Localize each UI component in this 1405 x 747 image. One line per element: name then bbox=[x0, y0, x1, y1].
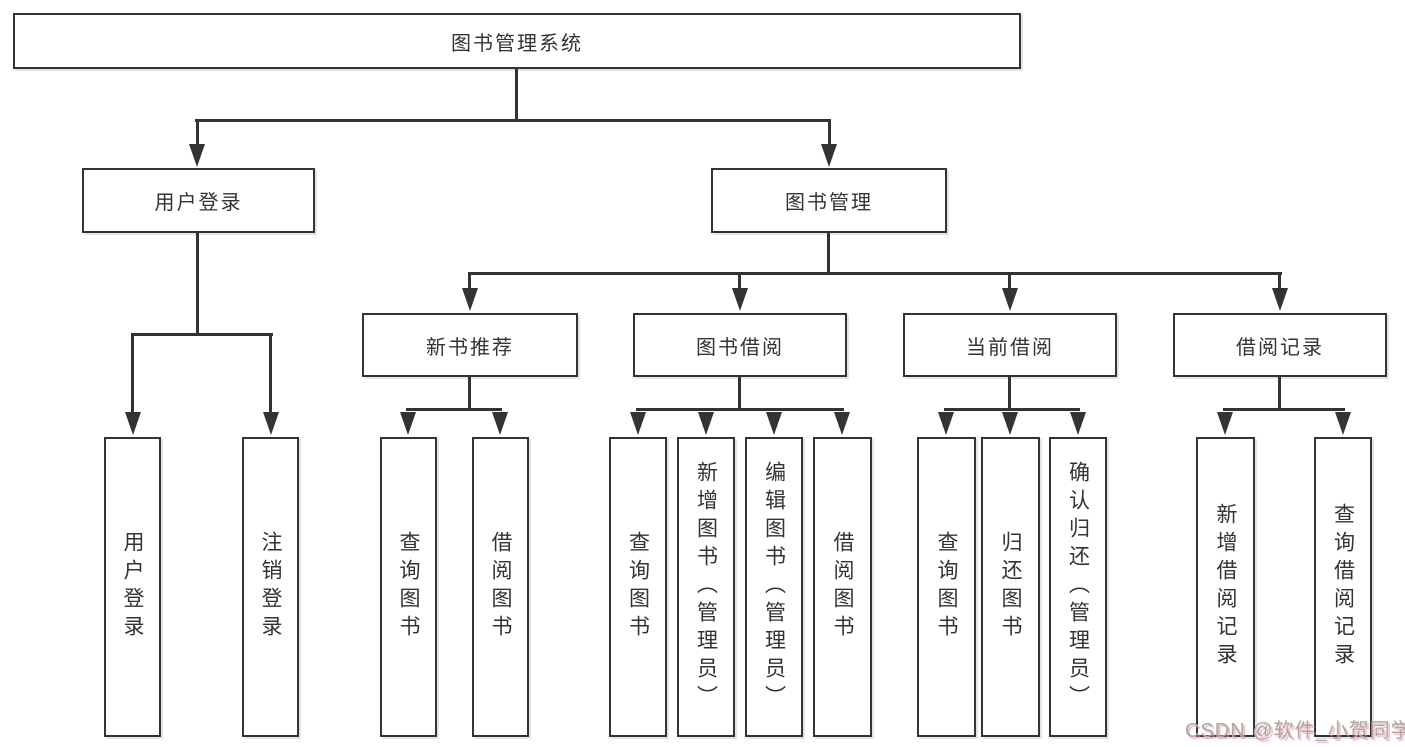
arrow-to-nb-borrow bbox=[492, 412, 508, 435]
node-bb-edit-books: 编辑图书（管理员） bbox=[745, 437, 803, 737]
node-cb-query-books: 查询图书 bbox=[917, 437, 976, 737]
node-book-borrowing: 图书借阅 bbox=[633, 313, 847, 377]
arrow-to-bb-add bbox=[698, 412, 714, 435]
connector-newbook-stem bbox=[468, 272, 471, 290]
node-bb-query-books: 查询图书 bbox=[609, 437, 667, 737]
node-cb-confirm-return-label: 确认归还（管理员） bbox=[1066, 461, 1090, 713]
node-nb-query-books-label: 查询图书 bbox=[397, 531, 420, 643]
connector-newbook-down bbox=[468, 377, 471, 410]
connector-currentborrow-split bbox=[944, 408, 1080, 411]
connector-book-mgmt-down bbox=[827, 233, 830, 274]
node-br-add-record-label: 新增借阅记录 bbox=[1214, 503, 1237, 671]
connector-level2-hline bbox=[468, 272, 1282, 275]
connector-root-stub bbox=[515, 69, 518, 120]
node-cb-query-books-label: 查询图书 bbox=[935, 531, 958, 643]
node-bb-borrow-books: 借阅图书 bbox=[813, 437, 872, 737]
connector-currentborrow-stem bbox=[1008, 272, 1011, 290]
node-bb-query-books-label: 查询图书 bbox=[626, 531, 650, 643]
arrow-to-user-login bbox=[189, 144, 205, 167]
node-book-management: 图书管理 bbox=[711, 168, 947, 233]
node-cb-confirm-return: 确认归还（管理员） bbox=[1049, 437, 1107, 737]
connector-records-stem bbox=[1278, 272, 1281, 290]
connector-bookborrow-split bbox=[636, 408, 844, 411]
arrow-to-cb-confirm bbox=[1070, 412, 1086, 435]
node-nb-query-books: 查询图书 bbox=[380, 437, 437, 737]
connector-records-down bbox=[1278, 377, 1281, 410]
arrow-to-logout-leaf bbox=[263, 412, 279, 435]
connector-bookborrow-stem bbox=[738, 272, 741, 290]
node-current-borrowing: 当前借阅 bbox=[903, 313, 1117, 377]
node-bb-borrow-books-label: 借阅图书 bbox=[831, 531, 854, 643]
node-new-book-recommend: 新书推荐 bbox=[362, 313, 578, 377]
connector-newbook-split bbox=[406, 408, 502, 411]
arrow-to-bb-edit bbox=[766, 412, 782, 435]
arrow-to-login-leaf bbox=[125, 412, 141, 435]
arrow-to-bb-borrow bbox=[834, 412, 850, 435]
connector-user-login-stem bbox=[196, 119, 199, 147]
node-bb-add-books-label: 新增图书（管理员） bbox=[694, 461, 718, 713]
arrow-to-nb-query bbox=[400, 412, 416, 435]
node-user-login-leaf-label: 用户登录 bbox=[121, 531, 144, 643]
arrow-to-current-borrowing bbox=[1002, 288, 1018, 311]
node-user-login: 用户登录 bbox=[82, 168, 315, 233]
connector-login-leaf-stem bbox=[131, 333, 134, 414]
arrow-to-br-query bbox=[1335, 412, 1351, 435]
arrow-to-borrowing-records bbox=[1272, 288, 1288, 311]
node-logout-leaf: 注销登录 bbox=[242, 437, 299, 737]
connector-book-mgmt-stem bbox=[828, 119, 831, 147]
arrow-to-book-borrowing bbox=[732, 288, 748, 311]
connector-bookborrow-down bbox=[738, 377, 741, 410]
node-root: 图书管理系统 bbox=[13, 13, 1021, 69]
arrow-to-cb-return bbox=[1002, 412, 1018, 435]
node-cb-return-books: 归还图书 bbox=[981, 437, 1040, 737]
arrow-to-br-add bbox=[1217, 412, 1233, 435]
node-nb-borrow-books-label: 借阅图书 bbox=[489, 531, 512, 643]
arrow-to-bb-query bbox=[630, 412, 646, 435]
node-user-login-leaf: 用户登录 bbox=[104, 437, 161, 737]
connector-user-login-down bbox=[196, 233, 199, 335]
node-br-query-record: 查询借阅记录 bbox=[1314, 437, 1372, 737]
connector-logout-leaf-stem bbox=[269, 333, 272, 414]
arrow-to-cb-query bbox=[938, 412, 954, 435]
node-br-add-record: 新增借阅记录 bbox=[1196, 437, 1255, 737]
connector-currentborrow-down bbox=[1008, 377, 1011, 410]
node-cb-return-books-label: 归还图书 bbox=[999, 531, 1022, 643]
arrow-to-book-management bbox=[821, 144, 837, 167]
csdn-watermark: CSDN @软件_小贺同学 bbox=[1185, 720, 1405, 742]
node-bb-add-books: 新增图书（管理员） bbox=[677, 437, 735, 737]
connector-level1-hline bbox=[195, 119, 831, 122]
connector-user-login-split bbox=[131, 333, 273, 336]
node-br-query-record-label: 查询借阅记录 bbox=[1331, 503, 1355, 671]
arrow-to-new-book-recommend bbox=[462, 288, 478, 311]
node-nb-borrow-books: 借阅图书 bbox=[472, 437, 529, 737]
node-logout-leaf-label: 注销登录 bbox=[259, 531, 282, 643]
connector-records-split bbox=[1223, 408, 1345, 411]
node-bb-edit-books-label: 编辑图书（管理员） bbox=[762, 461, 786, 713]
node-borrowing-records: 借阅记录 bbox=[1173, 313, 1387, 377]
